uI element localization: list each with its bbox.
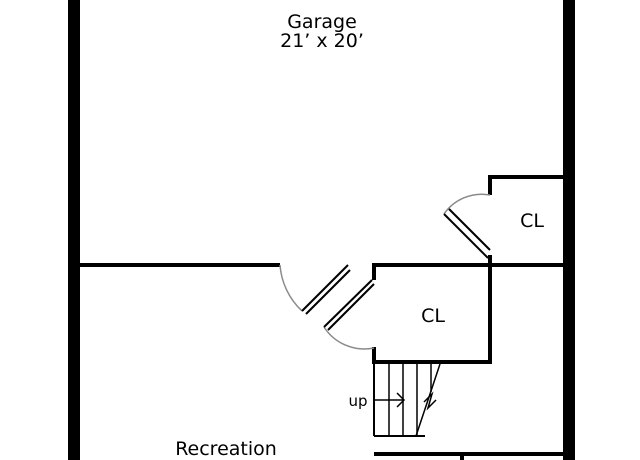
- right-exterior-wall: [563, 0, 575, 460]
- recreation-label: Recreation: [175, 438, 277, 460]
- stair-direction-arrow-head: [396, 392, 406, 408]
- door-leaf-left-b: [305, 269, 351, 315]
- closet-upper-door-leaf-a: [443, 213, 489, 259]
- closet-upper-left-wall-top: [488, 175, 492, 195]
- stairs-up-label: up: [348, 392, 367, 410]
- garage-divider-wall-right: [372, 263, 563, 267]
- door-swing-right: [323, 326, 375, 350]
- door-swing-left: [279, 264, 303, 312]
- bottom-partition-wall: [460, 452, 464, 460]
- closet-upper-top-wall: [488, 175, 563, 179]
- stairs: [373, 363, 441, 437]
- door-leaf-left-a: [301, 264, 349, 312]
- stair-bottom-wall: [374, 452, 563, 456]
- closet-upper-door-leaf-b: [448, 208, 491, 251]
- stair-break-line: [415, 363, 441, 437]
- garage-divider-wall-left: [80, 263, 280, 267]
- left-exterior-wall: [68, 0, 80, 460]
- door-leaf-right-b: [327, 283, 375, 331]
- door-leaf-right-a: [323, 279, 373, 328]
- closet-upper-left-wall-bottom: [488, 255, 492, 267]
- closet-lower-label: CL: [421, 305, 445, 327]
- garage-dimensions: 21’ x 20’: [280, 30, 364, 52]
- closet-lower-right-wall: [488, 263, 492, 363]
- closet-lower-left-wall-bottom: [372, 347, 376, 362]
- closet-lower-bottom-wall: [372, 360, 492, 364]
- closet-upper-label: CL: [520, 210, 544, 232]
- closet-upper-door-swing: [443, 193, 491, 215]
- closet-lower-left-wall: [372, 263, 376, 280]
- stair-break-zigzag: [423, 391, 437, 411]
- garage-label: Garage: [287, 11, 357, 33]
